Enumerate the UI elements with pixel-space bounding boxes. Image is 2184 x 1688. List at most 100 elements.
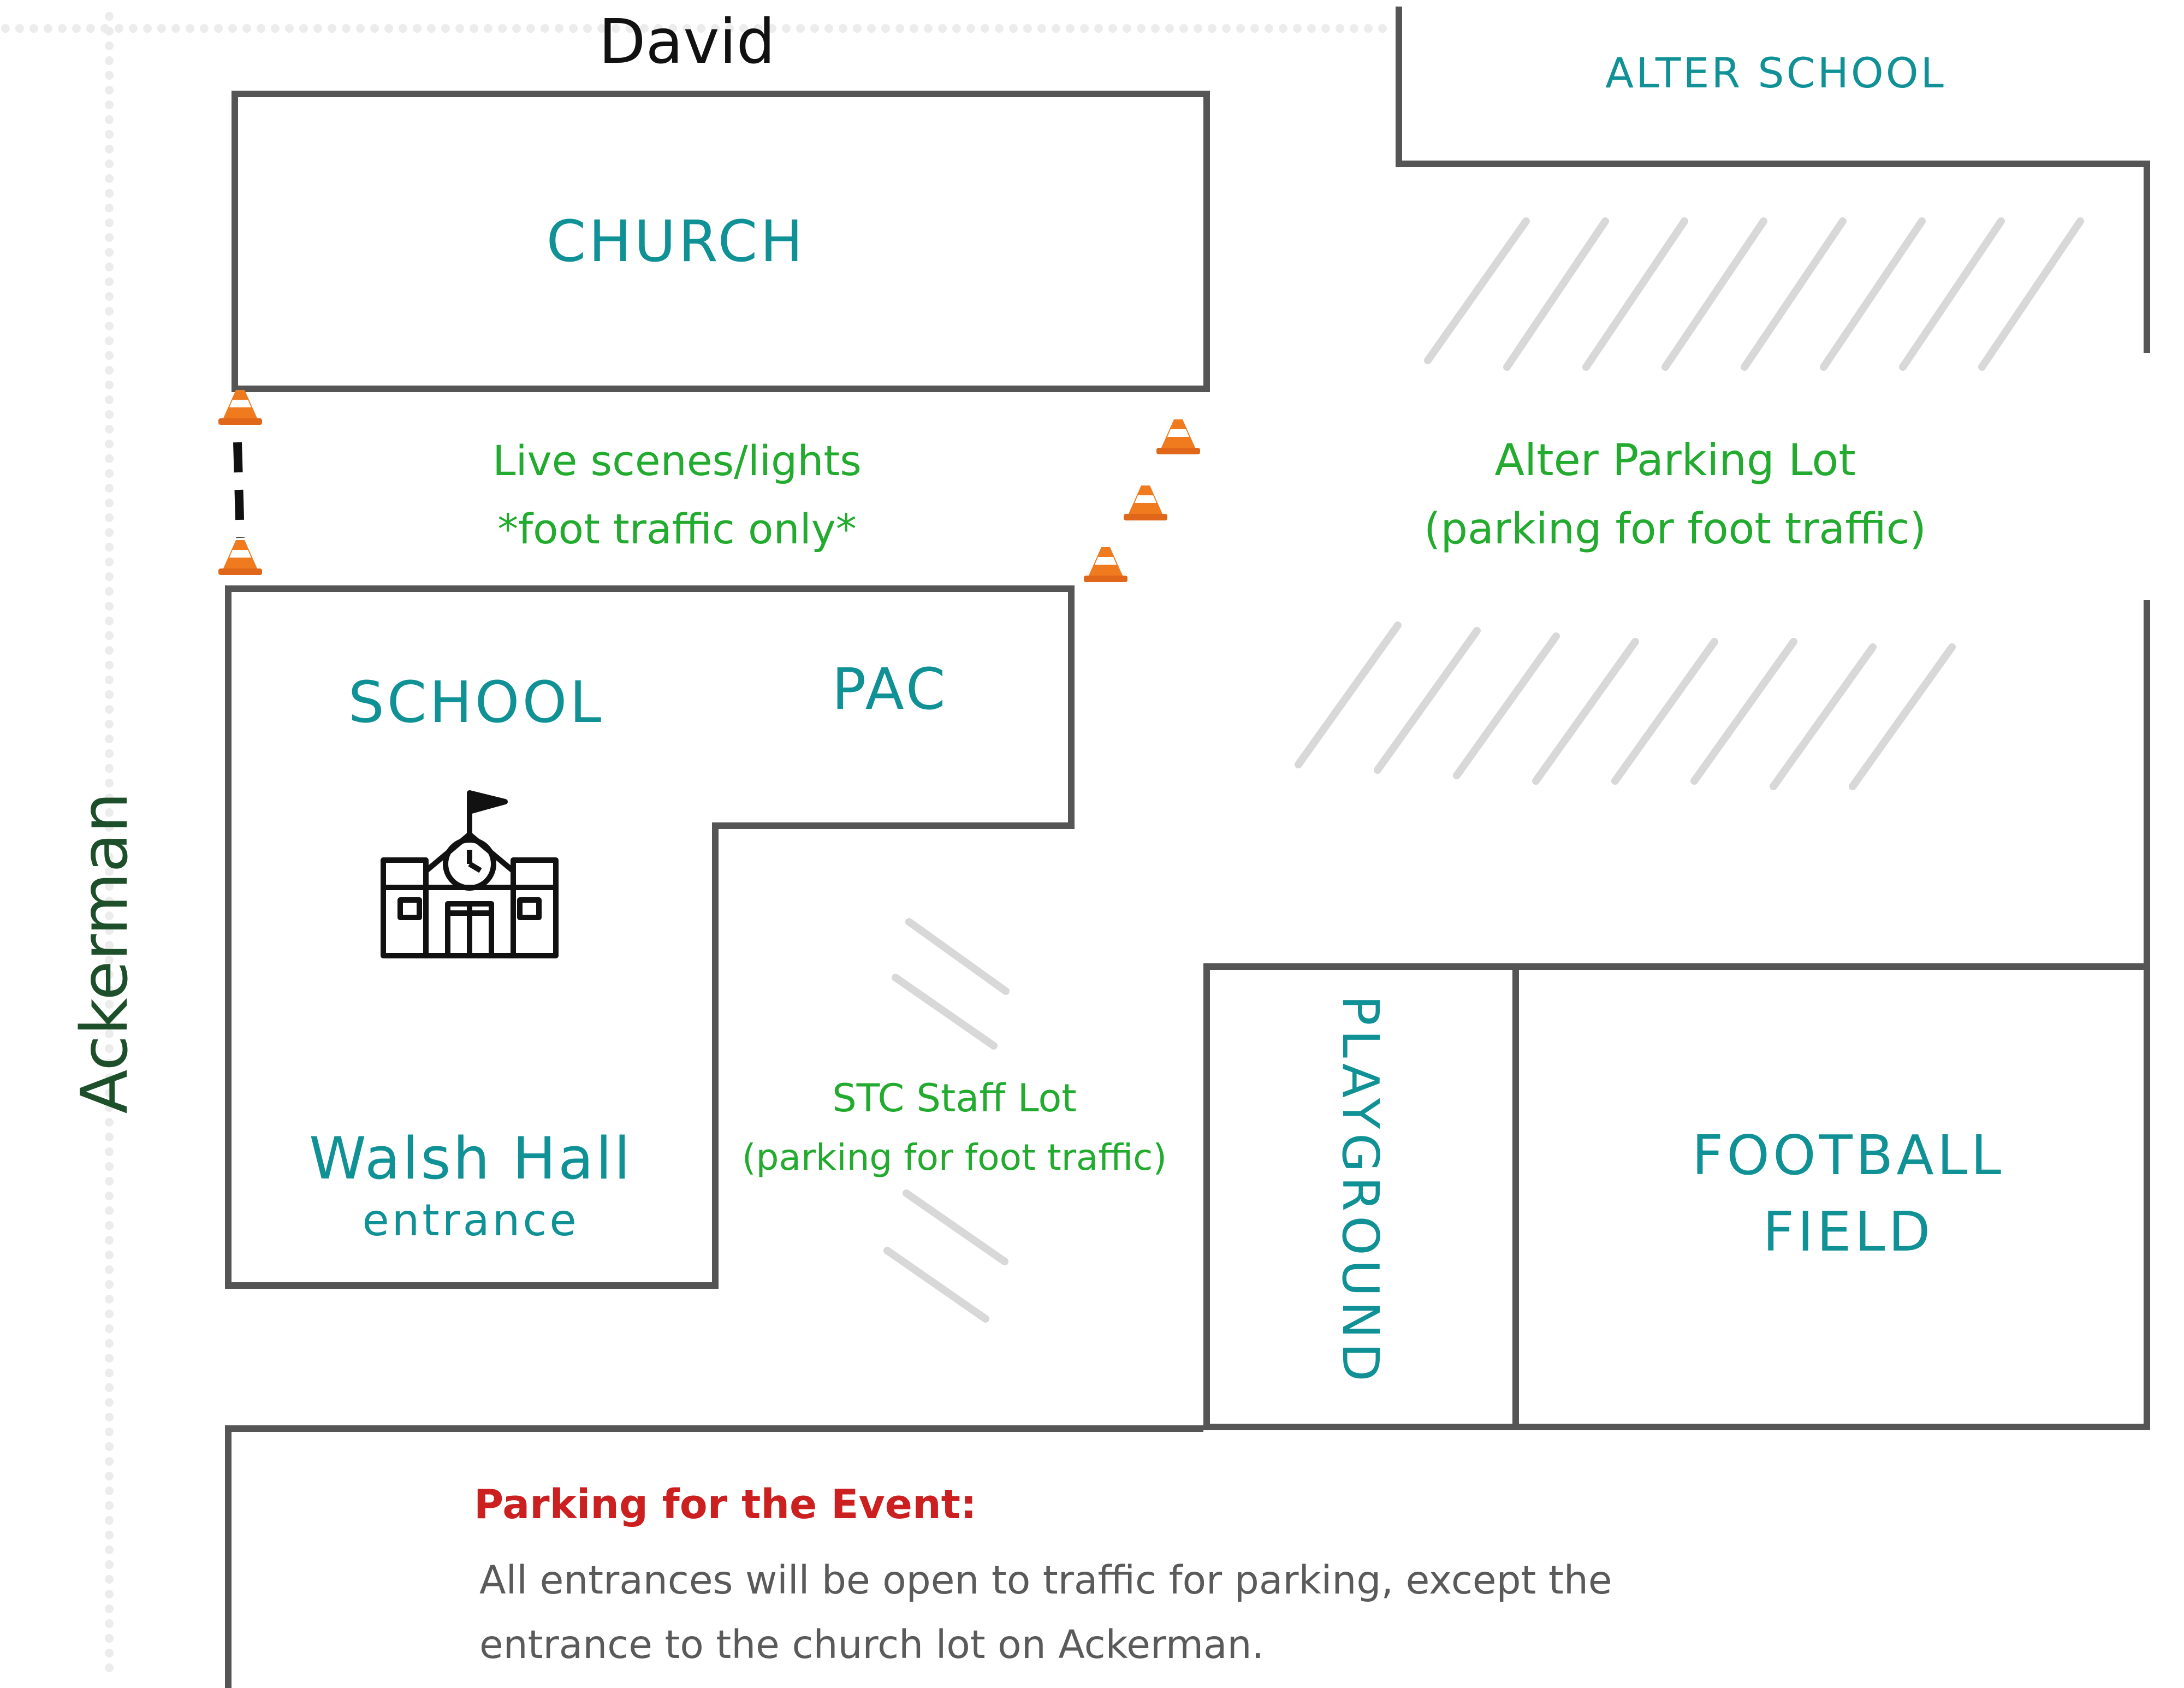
pac-label: PAC [832, 656, 948, 722]
street-edge-dot [1179, 24, 1188, 33]
street-edge-dot [105, 27, 114, 35]
street-edge-dot [214, 24, 223, 33]
stc-lot-stripes [883, 918, 1010, 1323]
street-edge-dot [1023, 24, 1032, 33]
street-edge-dot [1194, 24, 1202, 33]
street-edge-dot [29, 24, 38, 33]
street-edge-dot [105, 926, 114, 935]
street-edge-dot [105, 130, 114, 139]
parking-note-heading: Parking for the Event: [474, 1481, 977, 1528]
street-edge-dot [105, 1560, 114, 1569]
street-edge-dot [867, 24, 876, 33]
alter-school-outline [1396, 7, 2150, 353]
street-edge-dot [839, 24, 847, 33]
street-edge-dot [105, 454, 114, 463]
street-edge-dot [105, 956, 114, 964]
street-edge-dot [105, 1236, 114, 1245]
traffic-cone-icon [1156, 419, 1200, 454]
street-edge-dot [105, 543, 114, 552]
street-edge-dot [796, 24, 805, 33]
street-edge-dot [1364, 24, 1373, 33]
street-edge-dot [413, 24, 422, 33]
street-edge-dot [105, 1339, 114, 1348]
live-scenes-label: Live scenes/lights [492, 436, 862, 485]
street-edge-dot [1052, 24, 1060, 33]
street-edge-dot [768, 24, 776, 33]
street-edge-dot [1037, 24, 1046, 33]
street-edge-dot [1080, 24, 1089, 33]
alter-school-label: ALTER SCHOOL [1605, 49, 1946, 97]
street-edge-dot [105, 233, 114, 242]
alter-lot-lower-stripes [1295, 621, 1956, 790]
street-edge-dot [1208, 24, 1216, 33]
street-edge-dot [44, 24, 52, 33]
street-edge-dot [105, 1575, 114, 1584]
street-edge-dot [72, 24, 81, 33]
street-edge-dot [105, 1280, 114, 1289]
street-edge-dot [105, 1147, 114, 1156]
street-edge-dot [105, 867, 114, 876]
street-edge-dot [1236, 24, 1245, 33]
street-edge-dot [981, 24, 989, 33]
street-edge-dot [739, 24, 748, 33]
street-edge-dot [105, 1118, 114, 1127]
street-edge-dot [1165, 24, 1174, 33]
traffic-cone-icon [1084, 547, 1127, 582]
street-edge-dot [697, 24, 705, 33]
street-edge-dot [105, 1029, 114, 1038]
street-edge-dot [105, 513, 114, 522]
street-edge-dot [105, 1324, 114, 1333]
street-edge-dot [105, 381, 114, 389]
street-edge-dot [105, 1206, 114, 1215]
street-edge-dot [105, 1413, 114, 1422]
street-edge-dot [105, 1486, 114, 1495]
street-edge-dot [1293, 24, 1302, 33]
street-edge-dot [105, 808, 114, 817]
street-edge-dot [105, 1177, 114, 1186]
street-edge-dot [105, 572, 114, 581]
street-edge-dot [157, 24, 166, 33]
street-edge-dot [105, 499, 114, 507]
street-edge-dot [555, 24, 563, 33]
street-edge-dot [105, 690, 114, 699]
street-edge-dot [1094, 24, 1103, 33]
street-edge-dot [753, 24, 762, 33]
street-edge-dot [105, 528, 114, 537]
street-edge-dot [105, 779, 114, 787]
street-edge-dot [1108, 24, 1117, 33]
street-edge-dot [105, 587, 114, 596]
street-edge-dot [1279, 24, 1287, 33]
street-edge-dot [484, 24, 492, 33]
street-edge-dot [1123, 24, 1131, 33]
street-edge-dot [105, 440, 114, 448]
street-edge-dot [105, 218, 114, 227]
street-edge-dot [105, 336, 114, 345]
street-edge-dot [1009, 24, 1018, 33]
street-edge-dot [105, 911, 114, 920]
street-edge-dot [526, 24, 535, 33]
street-label-david: David [598, 7, 775, 78]
street-edge-dot [583, 24, 592, 33]
street-edge-dot [105, 1265, 114, 1274]
building-outlines [225, 7, 2150, 1688]
street-edge-dot [105, 189, 114, 198]
street-edge-dot [105, 705, 114, 714]
street-edge-dot [313, 24, 322, 33]
walsh-hall-label: Walsh Hall [309, 1125, 632, 1192]
street-edge-dot [228, 24, 237, 33]
street-edge-dot [105, 292, 114, 301]
street-edge-dot [271, 24, 280, 33]
street-edge-dot [105, 602, 114, 611]
street-edge-dot [115, 24, 123, 33]
street-edge-dot [470, 24, 478, 33]
street-edge-dot [640, 24, 649, 33]
church-lot-gate [233, 442, 245, 538]
street-edge-dot [171, 24, 180, 33]
street-edge-dot [668, 24, 677, 33]
street-edge-dot [1378, 24, 1387, 33]
school-outline [225, 585, 1075, 1289]
street-edge-dot [86, 24, 95, 33]
street-edge-dot [105, 1000, 114, 1009]
street-edge-dot [654, 24, 663, 33]
street-edge-dot [105, 469, 114, 478]
